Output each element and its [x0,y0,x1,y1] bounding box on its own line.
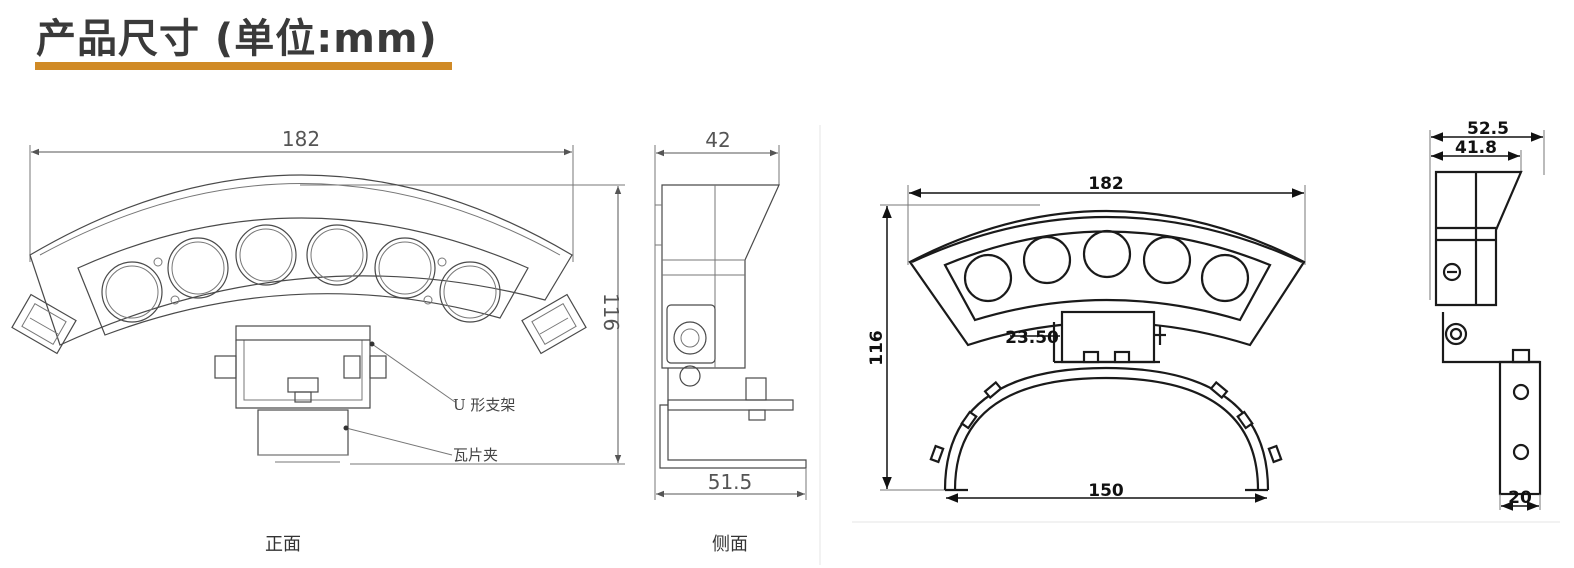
right-bracket [1060,310,1156,364]
right-side-inner-dim: 41.8 [1455,138,1497,158]
right-cable-gland [521,293,587,355]
front-height-dim: 116 [599,293,623,331]
side-bottom-dim: 51.5 [708,470,753,494]
title-underline [35,62,452,70]
front-view-caption: 正面 [265,534,301,555]
side-gland [666,304,716,364]
callout-tile-clip: 瓦片夹 [453,446,498,464]
right-side-view: 52.5 41.8 20 [1429,119,1545,511]
front-width-dim: 182 [282,127,320,151]
lens-panel [77,217,529,336]
right-side-housing [1434,170,1523,307]
right-lens-group [963,229,1250,303]
right-height-dim: 116 [867,330,887,366]
led-lens-group [101,224,501,323]
right-pipe-clip [943,366,1270,491]
side-housing [661,184,780,369]
u-bracket [235,340,371,409]
right-bracket-dim: 23.50 [1005,328,1059,348]
callout-u-bracket: U 形支架 [453,396,515,414]
side-top-dim: 42 [705,128,730,152]
page-title: 产品尺寸 (单位:mm) [36,16,438,62]
right-base-dim: 150 [1088,481,1124,501]
side-view: 42 51.5 侧面 [654,128,807,555]
right-width-dim: 182 [1088,174,1124,194]
side-view-caption: 侧面 [712,534,748,555]
tile-clip [257,409,349,456]
housing-outline [29,174,573,346]
right-front-view: 182 116 23.50 [867,174,1306,503]
right-side-outer-dim: 52.5 [1467,119,1509,139]
left-cable-gland [11,293,77,355]
right-side-bottom-dim: 20 [1508,488,1532,508]
front-view: 182 116 [11,127,625,555]
